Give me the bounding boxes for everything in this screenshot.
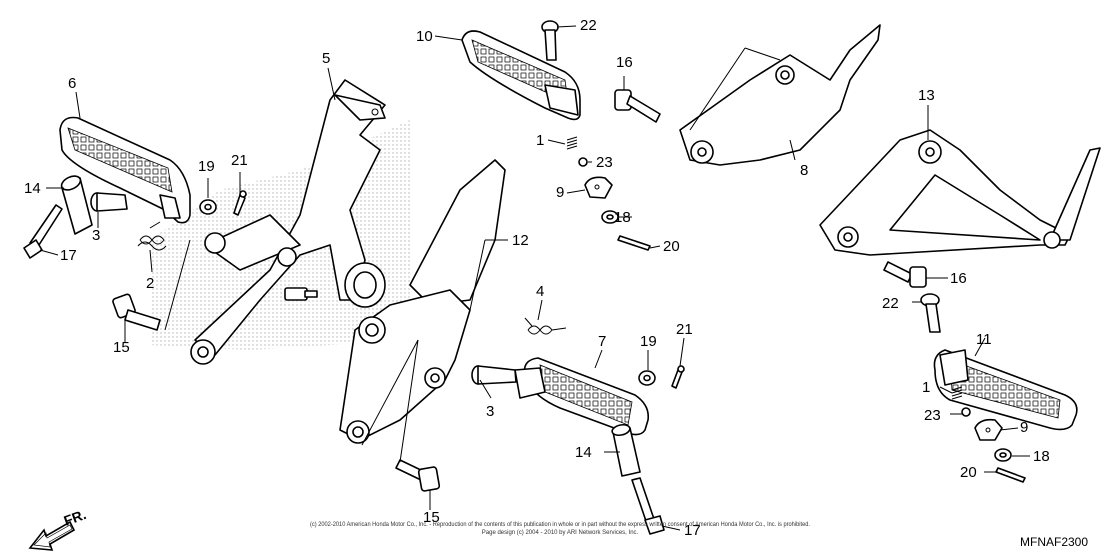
callout-21: 21 bbox=[231, 152, 248, 169]
pin-3-left bbox=[90, 192, 128, 212]
callout-1: 1 bbox=[536, 132, 544, 149]
cotter-20-top bbox=[617, 235, 651, 251]
callout-16: 16 bbox=[950, 270, 967, 287]
callout-18: 18 bbox=[1033, 448, 1050, 465]
callout-9: 9 bbox=[1020, 419, 1028, 436]
collar-14-left bbox=[60, 175, 93, 235]
callout-8: 8 bbox=[800, 162, 808, 179]
callout-14: 14 bbox=[24, 180, 41, 197]
callout-13: 13 bbox=[918, 87, 935, 104]
leader-lines bbox=[39, 25, 1030, 531]
callout-15: 15 bbox=[113, 339, 130, 356]
callout-12: 12 bbox=[512, 232, 529, 249]
pin-22-right bbox=[920, 293, 941, 333]
callout-22: 22 bbox=[882, 295, 899, 312]
washer-18-right bbox=[994, 448, 1012, 462]
pin-3-center bbox=[471, 365, 517, 385]
callout-19: 19 bbox=[198, 158, 215, 175]
bolt-16-top bbox=[614, 89, 661, 123]
callout-7: 7 bbox=[598, 333, 606, 350]
cotter-21-center bbox=[671, 365, 685, 389]
front-direction-arrow: FR. bbox=[28, 506, 89, 551]
callout-20: 20 bbox=[960, 464, 977, 481]
callout-2: 2 bbox=[146, 275, 154, 292]
callout-22: 22 bbox=[580, 17, 597, 34]
bolt-15-left bbox=[112, 293, 161, 331]
ball-23-right bbox=[961, 407, 971, 417]
callout-14: 14 bbox=[575, 444, 592, 461]
copyright-line-2: Page design (c) 2004 - 2010 by ARI Netwo… bbox=[482, 530, 639, 536]
callout-15: 15 bbox=[423, 509, 440, 526]
callout-16: 16 bbox=[616, 54, 633, 71]
copyright-line-1: (c) 2002-2010 American Honda Motor Co., … bbox=[310, 522, 810, 528]
heel-guard-8 bbox=[679, 24, 881, 166]
callout-17: 17 bbox=[60, 247, 77, 264]
spring-1-right bbox=[951, 386, 963, 400]
bolt-17-center bbox=[631, 477, 665, 535]
left-footpeg-6 bbox=[59, 116, 191, 224]
top-footpeg-10 bbox=[461, 30, 581, 121]
ball-23-top bbox=[578, 157, 588, 167]
callout-4: 4 bbox=[536, 283, 544, 300]
left-bracket-5 bbox=[190, 79, 386, 365]
callout-20: 20 bbox=[663, 238, 680, 255]
heel-plate-12 bbox=[339, 159, 506, 444]
callout-5: 5 bbox=[322, 50, 330, 67]
callout-3: 3 bbox=[486, 403, 494, 420]
callout-3: 3 bbox=[92, 227, 100, 244]
callout-labels: 1123345678991011121314141515161617171818… bbox=[24, 17, 1050, 539]
spring-2 bbox=[137, 221, 167, 251]
pin-22-top bbox=[541, 20, 559, 61]
collar-14-center bbox=[611, 423, 641, 477]
fr-label: FR. bbox=[62, 506, 89, 529]
diagram-code: MFNAF2300 bbox=[1020, 535, 1088, 549]
callout-17: 17 bbox=[684, 522, 701, 539]
cam-9-top bbox=[584, 176, 613, 199]
spring-4 bbox=[524, 317, 567, 335]
callout-9: 9 bbox=[556, 184, 564, 201]
washer-19-center bbox=[638, 370, 656, 386]
callout-19: 19 bbox=[640, 333, 657, 350]
right-bracket-13 bbox=[819, 129, 1101, 256]
callout-23: 23 bbox=[924, 407, 941, 424]
stud bbox=[284, 287, 318, 301]
bolt-16-right bbox=[883, 261, 927, 288]
cotter-20-right bbox=[995, 467, 1026, 483]
callout-1: 1 bbox=[922, 379, 930, 396]
washer-19-left bbox=[199, 199, 217, 215]
callout-6: 6 bbox=[68, 75, 76, 92]
right-footpeg-11 bbox=[933, 349, 1078, 431]
callout-18: 18 bbox=[614, 209, 631, 226]
center-footpeg-7 bbox=[514, 357, 650, 436]
cam-9-right bbox=[974, 418, 1003, 441]
callout-10: 10 bbox=[416, 28, 433, 45]
callout-21: 21 bbox=[676, 321, 693, 338]
spring-1-top bbox=[566, 136, 578, 150]
bolt-17-left bbox=[23, 204, 63, 259]
callout-11: 11 bbox=[976, 331, 992, 348]
callout-23: 23 bbox=[596, 154, 613, 171]
bolt-15-center bbox=[395, 459, 441, 492]
